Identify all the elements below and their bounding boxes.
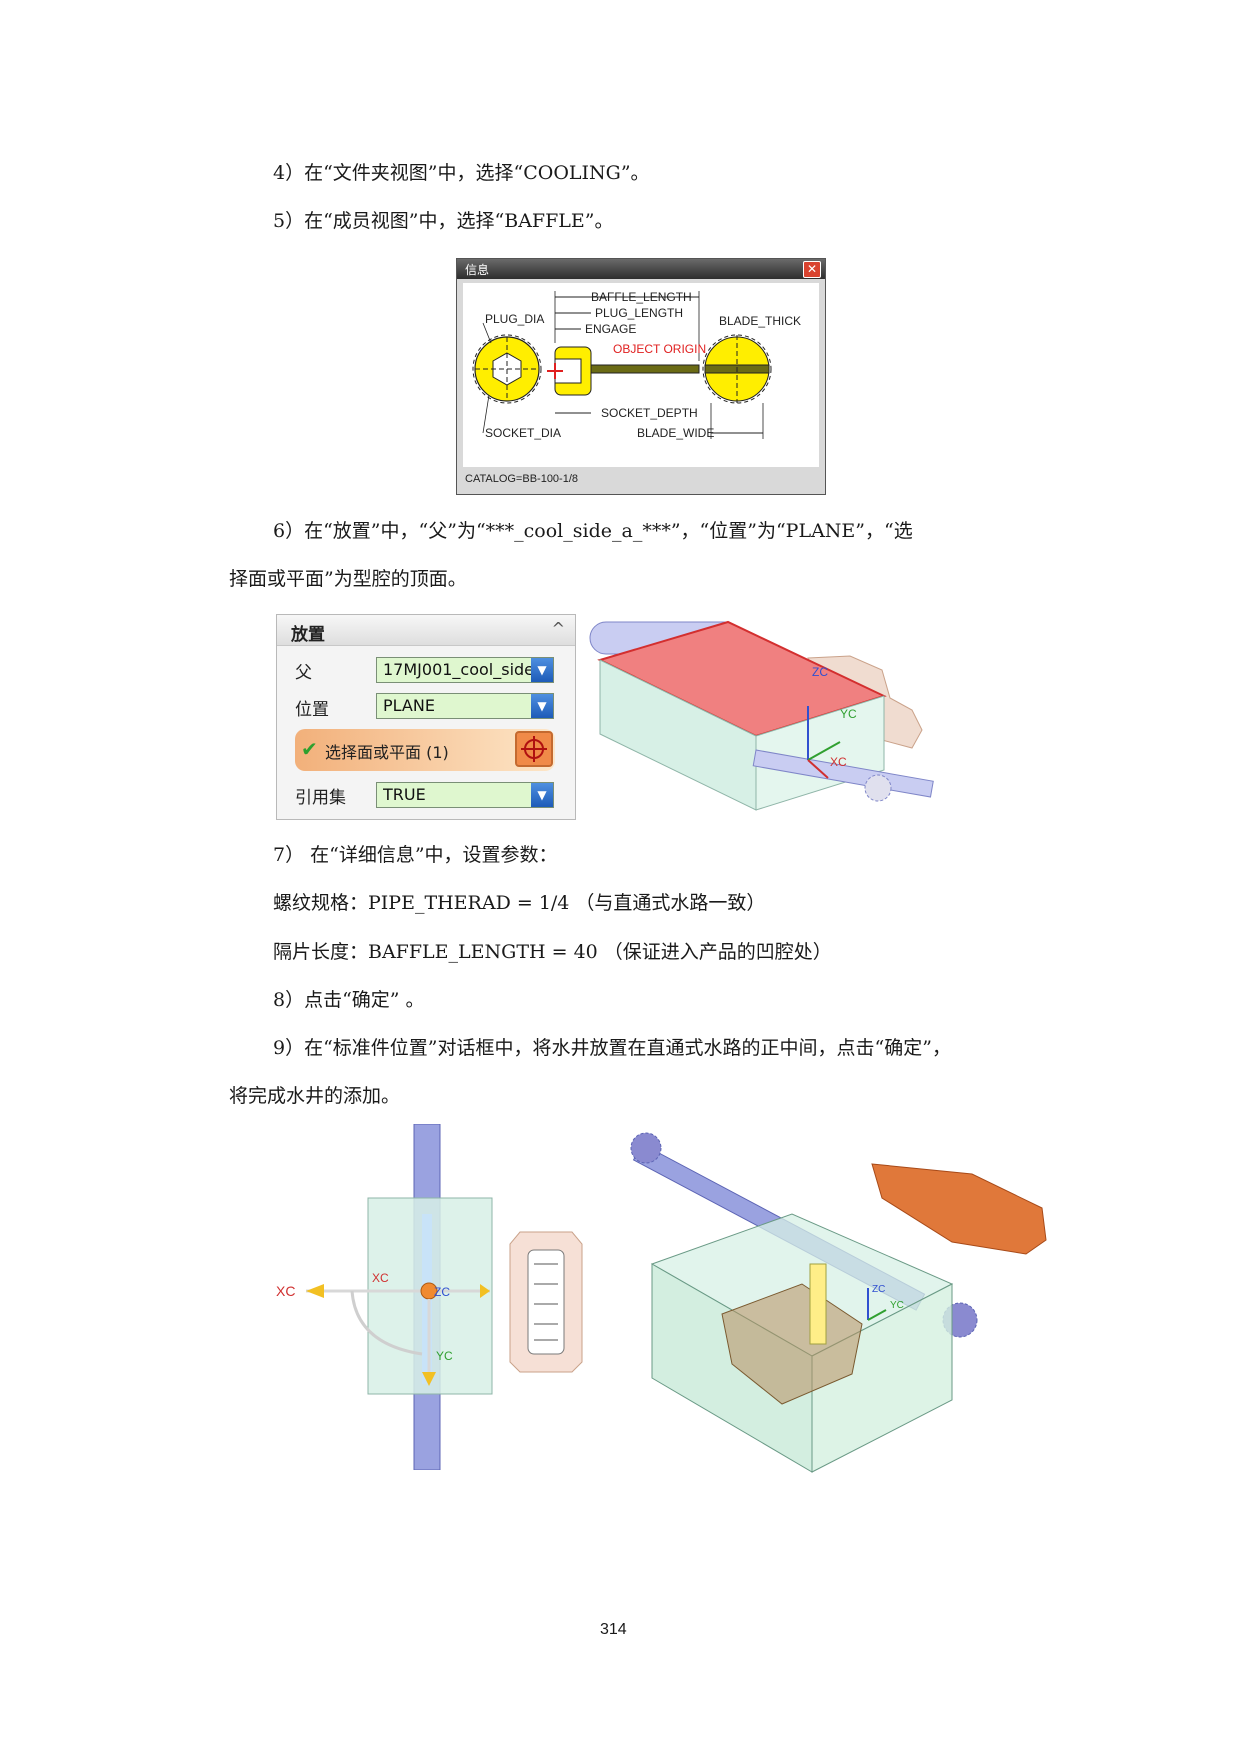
label-object-origin: OBJECT ORIGIN [613, 342, 706, 356]
label-blade-thick: BLADE_THICK [719, 314, 801, 328]
axis-xc-left: XC [276, 1283, 295, 1299]
page-number: 314 [600, 1621, 627, 1638]
iso-view-image: ZC YC [630, 1132, 1047, 1473]
baffle-diagram: BAFFLE_LENGTH PLUG_LENGTH ENGAGE PLUG_DI… [463, 283, 819, 467]
top-view-image: XC XC ZC YC [276, 1124, 583, 1470]
axis-xc-inner: XC [372, 1271, 389, 1285]
select-face-row[interactable]: ✔ 选择面或平面 (1) [295, 729, 555, 771]
close-icon[interactable]: ✕ [803, 261, 821, 278]
reference-set-select[interactable]: TRUE ▼ [376, 782, 554, 808]
chevron-down-icon[interactable]: ▼ [531, 694, 553, 718]
step-5: 5）在“成员视图”中，选择“BAFFLE”。 [273, 210, 614, 232]
label-socket-dia: SOCKET_DIA [485, 426, 561, 440]
step-4: 4）在“文件夹视图”中，选择“COOLING”。 [273, 162, 650, 184]
parent-select[interactable]: 17MJ001_cool_side_a ▼ [376, 657, 554, 683]
axis-yc: YC [840, 707, 857, 721]
placement-panel: 放置 ^ 父 17MJ001_cool_side_a ▼ 位置 PLANE ▼ … [276, 614, 576, 820]
step-9-line1: 9）在“标准件位置”对话框中，将水井放置在直通式水路的正中间，点击“确定”， [273, 1037, 951, 1059]
chevron-down-icon[interactable]: ▼ [531, 783, 553, 807]
axis-zc-iso: ZC [872, 1284, 885, 1295]
step-6-line2: 择面或平面”为型腔的顶面。 [229, 568, 467, 590]
label-socket-depth: SOCKET_DEPTH [601, 406, 698, 420]
baffle-blade [590, 364, 700, 374]
position-label: 位置 [295, 700, 329, 720]
select-face-label: 选择面或平面 (1) [325, 743, 449, 762]
info-dialog: 信息 ✕ BAFFLE_LENGTH PLUG_LENGTH EN [456, 258, 826, 495]
step-7-param2: 隔片长度：BAFFLE_LENGTH = 40 （保证进入产品的凹腔处） [273, 941, 832, 963]
label-engage: ENGAGE [585, 322, 636, 336]
info-dialog-titlebar: 信息 ✕ [457, 259, 825, 279]
info-dialog-title: 信息 [465, 263, 490, 277]
axis-zc-inner: ZC [434, 1285, 450, 1299]
check-icon: ✔ [301, 737, 318, 761]
panel-header[interactable]: 放置 ^ [277, 615, 575, 646]
axis-yc-iso: YC [890, 1300, 904, 1311]
step-9-line2: 将完成水井的添加。 [229, 1085, 401, 1107]
position-select[interactable]: PLANE ▼ [376, 693, 554, 719]
axis-yc-inner: YC [436, 1349, 453, 1363]
step-7-param1: 螺纹规格：PIPE_THERAD = 1/4 （与直通式水路一致） [273, 892, 766, 914]
reference-set-label: 引用集 [295, 788, 346, 808]
reference-set-value: TRUE [383, 785, 426, 804]
label-plug-length: PLUG_LENGTH [595, 306, 683, 320]
parent-label: 父 [295, 663, 312, 683]
catalog-text: CATALOG=BB-100-1/8 [465, 473, 579, 485]
label-plug-dia: PLUG_DIA [485, 312, 544, 326]
step-7: 7） 在“详细信息”中，设置参数： [273, 844, 558, 866]
crosshair-icon[interactable] [515, 731, 553, 767]
step-6-line1: 6）在“放置”中，“父”为“***_cool_side_a_***”，“位置”为… [273, 520, 913, 542]
panel-title: 放置 [291, 625, 325, 645]
label-baffle-length: BAFFLE_LENGTH [591, 290, 692, 304]
step-8: 8）点击“确定” 。 [273, 989, 425, 1011]
label-blade-wide: BLADE_WIDE [637, 426, 714, 440]
position-value: PLANE [383, 696, 435, 715]
mold-top-face-view: ZC YC XC [589, 620, 934, 811]
parent-value: 17MJ001_cool_side_a [383, 660, 533, 679]
axis-xc: XC [830, 755, 847, 769]
collapse-icon[interactable]: ^ [551, 619, 565, 638]
axis-zc: ZC [812, 665, 828, 679]
chevron-down-icon[interactable]: ▼ [531, 658, 553, 682]
